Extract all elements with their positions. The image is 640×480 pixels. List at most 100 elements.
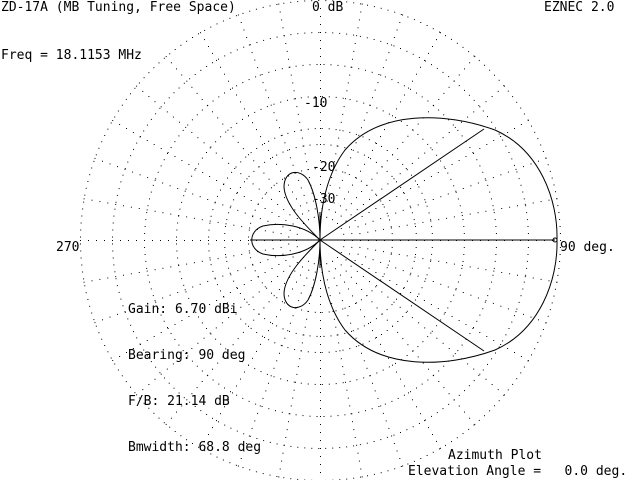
spoke-dot bbox=[217, 258, 219, 260]
grid-dot bbox=[198, 316, 199, 318]
spoke-dot bbox=[128, 240, 129, 241]
grid-dot bbox=[268, 71, 270, 73]
grid-dot bbox=[344, 332, 346, 334]
spoke-dot bbox=[91, 280, 93, 282]
spoke-dot bbox=[320, 128, 321, 129]
spoke-dot bbox=[292, 315, 294, 317]
spoke-dot bbox=[112, 360, 114, 361]
spoke-dot bbox=[402, 209, 404, 211]
spoke-dot bbox=[453, 399, 455, 401]
spoke-dot bbox=[423, 300, 425, 301]
grid-dot bbox=[163, 422, 165, 424]
spoke-dot bbox=[132, 171, 134, 173]
spoke-dot bbox=[493, 340, 495, 341]
grid-dot bbox=[134, 87, 136, 89]
spoke-dot bbox=[294, 209, 296, 211]
grid-dot bbox=[230, 205, 232, 207]
spoke-dot bbox=[336, 194, 338, 196]
spoke-dot bbox=[148, 96, 150, 97]
grid-dot bbox=[117, 369, 119, 371]
spoke-dot bbox=[288, 295, 289, 297]
spoke-dot bbox=[469, 266, 471, 268]
grid-dot bbox=[326, 263, 328, 265]
spoke-dot bbox=[107, 202, 109, 204]
grid-dot bbox=[287, 132, 289, 134]
grid-dot bbox=[146, 212, 148, 214]
spoke-dot bbox=[170, 417, 172, 419]
grid-dot bbox=[559, 233, 561, 234]
spoke-dot bbox=[353, 50, 355, 52]
spoke-dot bbox=[472, 152, 474, 153]
grid-dot bbox=[381, 146, 382, 147]
spoke-dot bbox=[80, 240, 81, 241]
grid-dot bbox=[391, 233, 393, 235]
grid-dot bbox=[318, 0, 320, 1]
grid-dot bbox=[487, 295, 489, 297]
grid-dot bbox=[411, 174, 412, 176]
grid-dot bbox=[388, 113, 390, 115]
spoke-dot bbox=[148, 384, 150, 385]
spoke-dot bbox=[381, 313, 383, 315]
spoke-dot bbox=[176, 240, 177, 241]
grid-dot bbox=[280, 101, 282, 103]
spoke-dot bbox=[320, 280, 321, 281]
grid-dot bbox=[182, 350, 184, 352]
spoke-dot bbox=[300, 187, 302, 189]
grid-dot bbox=[130, 324, 132, 326]
grid-dot bbox=[174, 338, 176, 340]
grid-dot bbox=[337, 334, 339, 336]
grid-dot bbox=[424, 199, 426, 201]
spoke-dot bbox=[444, 312, 446, 313]
grid-dot bbox=[328, 128, 330, 130]
grid-dot bbox=[353, 34, 355, 36]
grid-dot bbox=[269, 474, 271, 476]
spoke-dot bbox=[296, 373, 298, 375]
grid-dot bbox=[146, 355, 148, 357]
spoke-dot bbox=[292, 82, 294, 84]
grid-dot bbox=[342, 171, 344, 173]
grid-dot bbox=[182, 129, 184, 131]
grid-dot bbox=[228, 267, 230, 269]
spoke-dot bbox=[350, 413, 352, 415]
grid-dot bbox=[176, 229, 178, 231]
grid-dot bbox=[236, 394, 238, 396]
grid-dot bbox=[512, 383, 514, 385]
spoke-dot bbox=[454, 353, 456, 355]
grid-dot bbox=[452, 124, 454, 126]
grid-dot bbox=[403, 193, 405, 194]
spoke-dot bbox=[320, 320, 321, 321]
grid-dot bbox=[360, 3, 362, 5]
spoke-dot bbox=[360, 170, 361, 172]
grid-dot bbox=[378, 406, 380, 407]
grid-dot bbox=[235, 464, 237, 466]
spoke-dot bbox=[248, 154, 249, 156]
spoke-dot bbox=[447, 286, 449, 288]
grid-dot bbox=[386, 150, 388, 151]
spoke-dot bbox=[311, 287, 313, 289]
spoke-dot bbox=[259, 405, 261, 407]
grid-dot bbox=[201, 109, 203, 111]
spoke-dot bbox=[237, 209, 239, 211]
grid-dot bbox=[360, 476, 362, 478]
grid-dot bbox=[516, 101, 518, 103]
spoke-dot bbox=[331, 177, 333, 178]
spoke-dot bbox=[294, 270, 296, 272]
grid-dot bbox=[95, 325, 97, 327]
grid-dot bbox=[194, 406, 196, 407]
spoke-dot bbox=[350, 322, 352, 324]
grid-dot bbox=[80, 250, 82, 252]
spoke-dot bbox=[501, 208, 503, 209]
spoke-dot bbox=[160, 373, 162, 375]
spoke-dot bbox=[407, 344, 409, 346]
spoke-dot bbox=[350, 265, 352, 267]
grid-dot bbox=[390, 253, 392, 255]
grid-dot bbox=[186, 40, 188, 42]
spoke-dot bbox=[357, 226, 359, 228]
spoke-dot bbox=[289, 214, 291, 216]
grid-dot bbox=[276, 182, 278, 184]
grid-dot bbox=[255, 76, 257, 78]
spoke-dot bbox=[281, 345, 283, 347]
grid-dot bbox=[400, 466, 402, 467]
spoke-dot bbox=[335, 326, 337, 328]
